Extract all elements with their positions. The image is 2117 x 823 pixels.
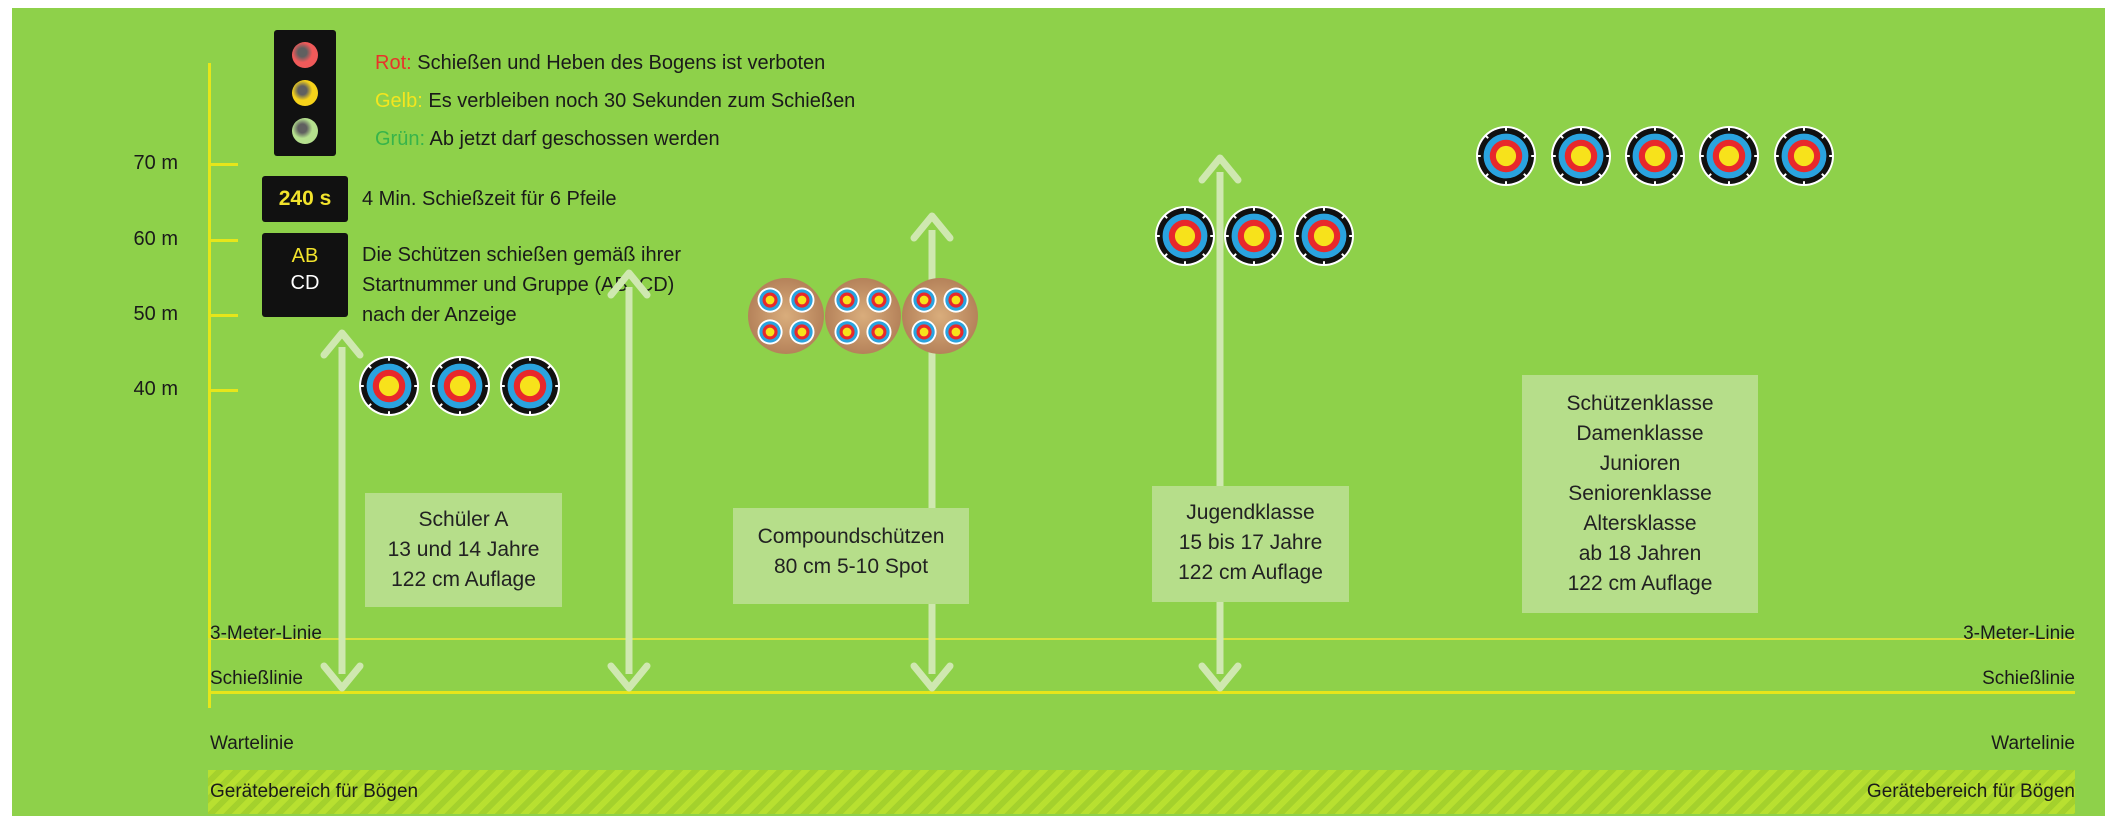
equipment-area [208, 770, 2075, 814]
group-description-line: Die Schützen schießen gemäß ihrer [362, 244, 682, 266]
spot-target-face-icon [902, 278, 978, 354]
target-face-icon [430, 356, 490, 416]
target-face-icon [359, 356, 419, 416]
traffic-light [274, 30, 336, 156]
tick-50m [208, 314, 238, 317]
group-line: Damenklasse [1576, 422, 1704, 445]
legend-green: Grün: Ab jetzt darf geschossen werden [375, 128, 720, 151]
group-description: Die Schützen schießen gemäß ihrer Startn… [362, 240, 681, 330]
target-face-icon [1625, 126, 1685, 186]
legend-green-text: Ab jetzt darf geschossen werden [429, 128, 720, 150]
tick-60m [208, 239, 238, 242]
group-line: 122 cm Auflage [1178, 561, 1323, 584]
group-line: 122 cm Auflage [1567, 572, 1713, 595]
target-face-icon [1155, 206, 1215, 266]
target-face-icon [1476, 126, 1536, 186]
range-field: 70 m 60 m 50 m 40 m Rot: Schießen und He… [12, 8, 2105, 816]
group-line: 80 cm 5-10 Spot [773, 555, 929, 578]
red-lamp-icon [292, 42, 318, 68]
target-face-icon [1699, 126, 1759, 186]
legend-yellow: Gelb: Es verbleiben noch 30 Sekunden zum… [375, 90, 855, 113]
group-line: Altersklasse [1583, 512, 1697, 535]
legend-red-text: Schießen und Heben des Bogens ist verbot… [417, 52, 826, 74]
group-line: Schützenklasse [1566, 392, 1714, 415]
spot-target-face-icon [748, 278, 824, 354]
target-face-icon [1774, 126, 1834, 186]
legend-yellow-text: Es verbleiben noch 30 Sekunden zum Schie… [428, 90, 856, 112]
double-arrow-icon [607, 269, 651, 692]
group-line: Junioren [1599, 452, 1681, 475]
group-box-schueler: Schüler A 13 und 14 Jahre 122 cm Auflage [365, 493, 562, 607]
target-face-icon [1551, 126, 1611, 186]
group-box-schuetzen: Schützenklasse Damenklasse Junioren Seni… [1522, 375, 1758, 613]
legend-red: Rot: Schießen und Heben des Bogens ist v… [375, 52, 825, 75]
tick-70m [208, 163, 238, 166]
group-line: 122 cm Auflage [391, 568, 536, 591]
three-meter-line [208, 638, 2075, 640]
three-meter-label-left: 3-Meter-Linie [210, 623, 322, 644]
target-face-icon [500, 356, 560, 416]
group-display-top: AB [291, 245, 319, 267]
timer-description: 4 Min. Schießzeit für 6 Pfeile [362, 188, 617, 210]
group-line: Compoundschützen [757, 525, 945, 548]
group-display-bottom: CD [290, 272, 320, 294]
group-line: 15 bis 17 Jahre [1178, 531, 1323, 554]
three-meter-label-right: 3-Meter-Linie [1963, 623, 2075, 644]
group-line: 13 und 14 Jahre [387, 538, 540, 561]
timer-display: 240 s [262, 176, 348, 222]
distance-label-50: 50 m [133, 303, 178, 325]
target-face-icon [1294, 206, 1354, 266]
group-box-jugend: Jugendklasse 15 bis 17 Jahre 122 cm Aufl… [1152, 486, 1349, 602]
targets-and-arrows [320, 126, 1834, 692]
group-line: ab 18 Jahren [1578, 542, 1702, 565]
legend-red-word: Rot: [375, 52, 412, 74]
timer-value: 240 s [278, 187, 332, 210]
group-line: Seniorenklasse [1568, 482, 1712, 505]
yellow-lamp-icon [292, 80, 318, 106]
waiting-line-label-right: Wartelinie [1991, 733, 2075, 754]
equipment-label-right: Gerätebereich für Bögen [1866, 781, 2075, 802]
legend-yellow-word: Gelb: [375, 90, 423, 112]
group-description-line: nach der Anzeige [362, 304, 517, 326]
legend-green-word: Grün: [375, 128, 426, 150]
waiting-line-label-left: Wartelinie [210, 733, 294, 754]
group-display: AB CD [262, 233, 348, 317]
green-lamp-icon [292, 118, 318, 144]
shooting-line [208, 691, 2075, 694]
shooting-line-label-right: Schießlinie [1982, 668, 2075, 689]
group-line: Schüler A [418, 508, 509, 531]
equipment-label-left: Gerätebereich für Bögen [210, 781, 419, 802]
group-box-compound: Compoundschützen 80 cm 5-10 Spot [733, 508, 969, 604]
tick-40m [208, 389, 238, 392]
distance-axis [208, 63, 211, 708]
spot-target-face-icon [825, 278, 901, 354]
target-face-icon [1224, 206, 1284, 266]
shooting-line-label-left: Schießlinie [210, 668, 303, 689]
distance-label-70: 70 m [133, 152, 178, 174]
distance-label-40: 40 m [133, 378, 178, 400]
double-arrow-icon [320, 329, 364, 692]
group-line: Jugendklasse [1186, 501, 1315, 524]
distance-label-60: 60 m [133, 228, 178, 250]
group-description-line: Startnummer und Gruppe (AB, CD) [362, 274, 675, 296]
